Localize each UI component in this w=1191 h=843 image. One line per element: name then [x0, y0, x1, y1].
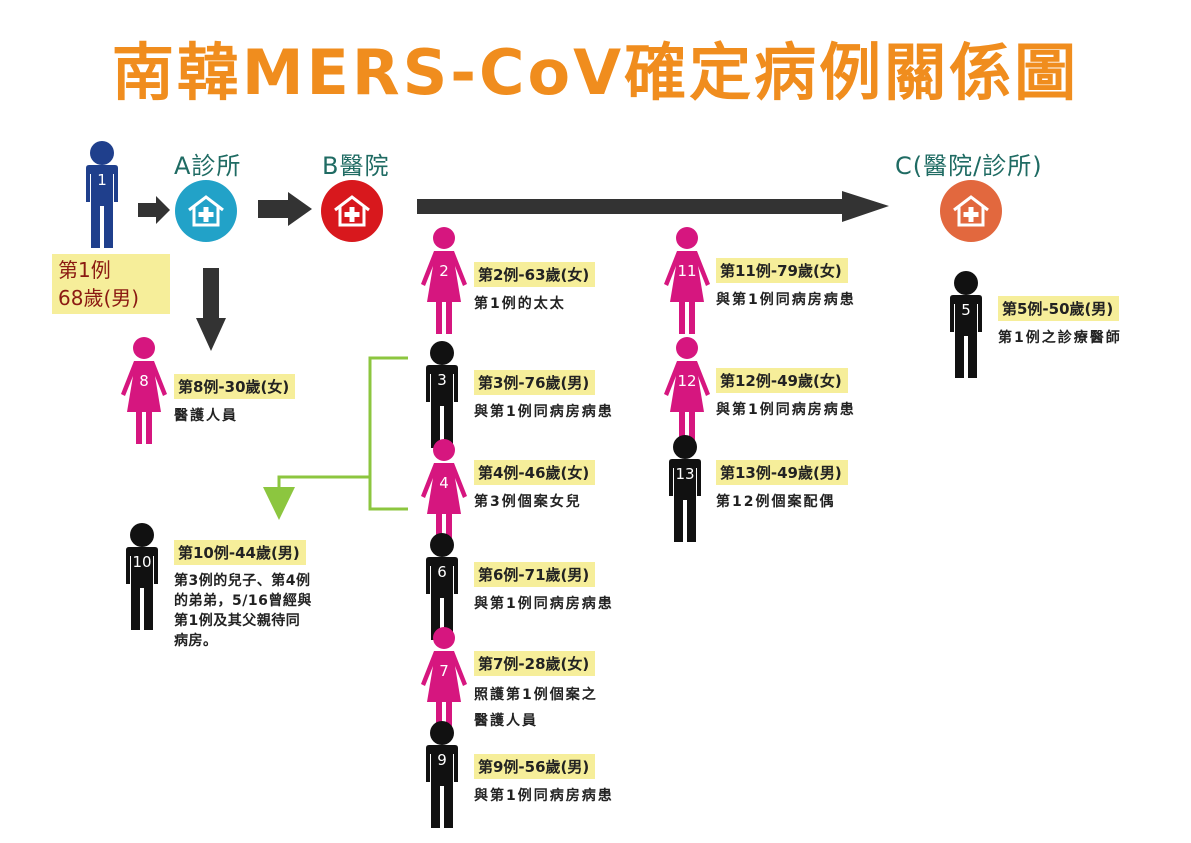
case-heading: 第9例-56歲(男) — [474, 754, 596, 779]
case-heading: 第11例-79歲(女) — [716, 258, 848, 283]
hospital-house-plus-icon — [188, 195, 224, 227]
page-title: 南韓MERS-CoV確定病例關係圖 — [111, 36, 1080, 109]
family-link-case3-case4-to-case10 — [277, 356, 408, 511]
svg-text:7: 7 — [439, 662, 449, 680]
svg-text:2: 2 — [439, 262, 449, 280]
case1-line1: 第1例 — [58, 258, 111, 282]
case-heading: 第3例-76歲(男) — [474, 370, 596, 395]
case-3-info: 第3例-76歲(男) 與第1例同病房病患 — [474, 370, 614, 423]
facility-c-node[interactable] — [940, 180, 1002, 242]
svg-text:6: 6 — [437, 563, 447, 581]
svg-text:11: 11 — [677, 262, 696, 280]
case-description: 第3例個案女兒 — [474, 494, 582, 510]
svg-text:13: 13 — [675, 465, 694, 483]
case-description-line: 病房。 — [174, 633, 218, 649]
case-4-info: 第4例-46歲(女) 第3例個案女兒 — [474, 460, 596, 513]
case-9-figure-male-icon: 9 — [420, 720, 464, 830]
case-13-figure-male-icon: 13 — [663, 434, 707, 544]
svg-text:10: 10 — [132, 553, 151, 571]
case-description: 與第1例同病房病患 — [716, 402, 856, 418]
case-6-info: 第6例-71歲(男) 與第1例同病房病患 — [474, 562, 614, 615]
case-10-info: 第10例-44歲(男) 第3例的兒子、第4例 的弟弟，5/16曾經與 第1例及其… — [174, 540, 324, 651]
case1-line2: 68歲(男) — [58, 286, 140, 310]
case-2-info: 第2例-63歲(女) 第1例的太太 — [474, 262, 596, 315]
case-13-info: 第13例-49歲(男) 第12例個案配偶 — [716, 460, 848, 513]
svg-text:4: 4 — [439, 474, 449, 492]
case-heading: 第13例-49歲(男) — [716, 460, 848, 485]
arrow-clinic-a-to-hospital-b — [258, 192, 312, 226]
case1-label: 第1例 68歲(男) — [52, 254, 170, 314]
case-1-figure-male-icon: 1 — [80, 140, 124, 250]
case-description: 第12例個案配偶 — [716, 494, 836, 510]
case-heading: 第6例-71歲(男) — [474, 562, 596, 587]
green-arrow-down — [263, 487, 295, 520]
svg-text:8: 8 — [139, 372, 149, 390]
case-heading: 第12例-49歲(女) — [716, 368, 848, 393]
case-description: 醫護人員 — [174, 408, 238, 424]
case-description: 第1例之診療醫師 — [998, 330, 1122, 346]
case-3-figure-male-icon: 3 — [420, 340, 464, 450]
case-5-figure-male-icon: 5 — [944, 270, 988, 380]
place-label-facility-c: C(醫院/診所) — [895, 152, 1043, 180]
case-description: 與第1例同病房病患 — [474, 596, 614, 612]
hospital-house-plus-icon — [334, 195, 370, 227]
arrow-hospital-b-to-facility-c — [417, 191, 889, 222]
hospital-house-plus-icon — [953, 195, 989, 227]
case-7-info: 第7例-28歲(女) 照護第1例個案之 醫護人員 — [474, 651, 598, 734]
case-12-info: 第12例-49歲(女) 與第1例同病房病患 — [716, 368, 856, 421]
hospital-b-node[interactable] — [321, 180, 383, 242]
case-description: 照護第1例個案之 醫護人員 — [474, 682, 598, 734]
case-description-line: 第1例及其父親待同 — [174, 613, 301, 629]
svg-text:5: 5 — [961, 301, 971, 319]
case-description-line: 醫護人員 — [474, 713, 538, 729]
place-label-hospital-b: B醫院 — [322, 152, 390, 180]
case-8-figure-female-icon: 8 — [120, 336, 167, 446]
clinic-a-node[interactable] — [175, 180, 237, 242]
case-description: 與第1例同病房病患 — [716, 292, 856, 308]
case-11-info: 第11例-79歲(女) 與第1例同病房病患 — [716, 258, 856, 311]
svg-text:12: 12 — [677, 372, 696, 390]
svg-text:3: 3 — [437, 371, 447, 389]
case-12-figure-female-icon: 12 — [663, 336, 710, 446]
case-9-info: 第9例-56歲(男) 與第1例同病房病患 — [474, 754, 614, 807]
case-8-info: 第8例-30歲(女) 醫護人員 — [174, 374, 296, 427]
case-description-line: 的弟弟，5/16曾經與 — [174, 593, 312, 609]
case-5-info: 第5例-50歲(男) 第1例之診療醫師 — [998, 296, 1122, 349]
arrow-case1-to-clinic-a — [138, 196, 170, 224]
svg-text:1: 1 — [97, 171, 107, 189]
case-description: 第1例的太太 — [474, 296, 566, 312]
case-description: 與第1例同病房病患 — [474, 788, 614, 804]
case-description: 與第1例同病房病患 — [474, 404, 614, 420]
case-heading: 第4例-46歲(女) — [474, 460, 596, 485]
arrow-clinic-a-to-case8 — [196, 268, 226, 351]
svg-text:9: 9 — [437, 751, 447, 769]
case-heading: 第8例-30歲(女) — [174, 374, 296, 399]
case-6-figure-male-icon: 6 — [420, 532, 464, 642]
case-4-figure-female-icon: 4 — [420, 438, 467, 548]
case-description: 第3例的兒子、第4例 的弟弟，5/16曾經與 第1例及其父親待同 病房。 — [174, 571, 324, 651]
case-heading: 第7例-28歲(女) — [474, 651, 596, 676]
case-10-figure-male-icon: 10 — [120, 522, 164, 632]
case-11-figure-female-icon: 11 — [663, 226, 710, 336]
case-7-figure-female-icon: 7 — [420, 626, 467, 736]
case-heading: 第2例-63歲(女) — [474, 262, 596, 287]
place-label-clinic-a: A診所 — [174, 152, 242, 180]
case-description-line: 照護第1例個案之 — [474, 687, 598, 703]
case-heading: 第5例-50歲(男) — [998, 296, 1120, 321]
case-description-line: 第3例的兒子、第4例 — [174, 573, 311, 589]
case-2-figure-female-icon: 2 — [420, 226, 467, 336]
case-heading: 第10例-44歲(男) — [174, 540, 306, 565]
